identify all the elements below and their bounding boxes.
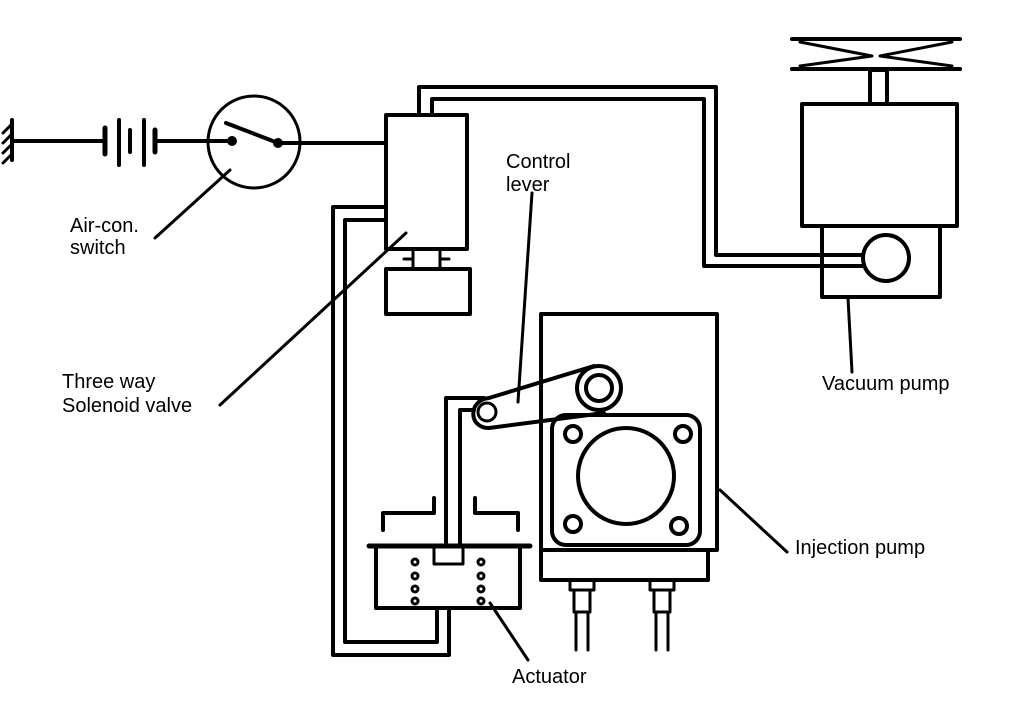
- label-aircon-line2: switch: [70, 237, 126, 259]
- injection-pump: [539, 312, 719, 652]
- control-lever: [471, 364, 623, 430]
- label-vacuum-pump: Vacuum pump: [822, 373, 949, 395]
- vacuum-pump: [790, 37, 962, 299]
- battery-symbol: [102, 118, 158, 167]
- leader-aircon-switch: [153, 168, 232, 240]
- leader-actuator: [488, 601, 530, 662]
- label-lever-line1: Control: [506, 151, 570, 173]
- leader-vacuum-pump: [846, 296, 854, 374]
- label-solenoid-line2: Solenoid valve: [62, 395, 192, 417]
- label-lever-line2: lever: [506, 174, 550, 196]
- actuator: [366, 396, 533, 610]
- vacuum-hose-pump-to-valve: [417, 85, 865, 268]
- label-solenoid-line1: Three way: [62, 371, 155, 393]
- solenoid-valve: [384, 113, 472, 316]
- label-aircon-line1: Air-con.: [70, 215, 139, 237]
- actuator-springs: [410, 557, 486, 606]
- label-actuator: Actuator: [512, 666, 587, 688]
- vacuum-hose-valve-to-actuator: [331, 205, 451, 657]
- label-injection-pump: Injection pump: [795, 537, 925, 559]
- leader-solenoid-valve: [218, 231, 408, 407]
- leader-control-lever: [516, 191, 534, 404]
- leader-injection-pump: [718, 488, 789, 554]
